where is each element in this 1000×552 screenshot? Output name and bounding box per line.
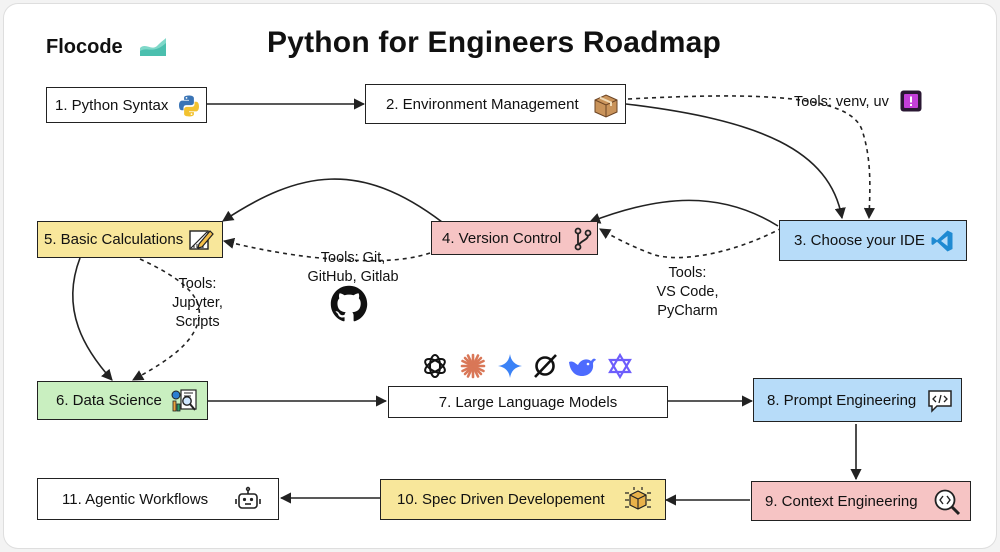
arrow-env-to-ide xyxy=(625,103,846,220)
flocode-logo-icon xyxy=(140,38,166,56)
node-basic-calculations: 5. Basic Calculations xyxy=(37,221,223,258)
note-line: PyCharm xyxy=(657,303,718,319)
node-label: 11. Agentic Workflows xyxy=(62,490,209,508)
node-label: 9. Context Engineering xyxy=(765,492,918,510)
note-line: Tools: Git, xyxy=(320,250,386,266)
deepseek-logo-icon xyxy=(569,358,596,376)
arrow-ide-to-vc xyxy=(588,199,779,227)
node-data-science: 6. Data Science xyxy=(37,381,208,420)
node-environment-management: 2. Environment Management xyxy=(365,84,626,124)
note-line: Tools: xyxy=(178,276,217,292)
node-label: 1. Python Syntax xyxy=(55,96,169,114)
dashed-ide-to-vc xyxy=(599,227,783,259)
arrow-calc-to-ds xyxy=(71,257,113,381)
node-label: 4. Version Control xyxy=(442,229,562,247)
node-spec-driven-development: 10. Spec Driven Developement xyxy=(380,479,666,520)
note-line: GitHub, Gitlab xyxy=(307,269,399,285)
pencil-ruler-icon xyxy=(189,230,214,250)
node-label: 6. Data Science xyxy=(56,392,162,409)
meta-logo-icon xyxy=(608,352,632,380)
diagram-card xyxy=(4,4,996,548)
vc-tools-note: Tools: Git, GitHub, Gitlab xyxy=(300,249,406,287)
dashed-uv-to-ide xyxy=(627,95,875,220)
note-line: Scripts xyxy=(175,314,220,330)
node-python-syntax: 1. Python Syntax xyxy=(46,87,207,123)
grok-logo-icon xyxy=(534,354,557,378)
uv-logo-icon xyxy=(900,90,922,112)
node-context-engineering: 9. Context Engineering xyxy=(751,481,971,521)
node-agentic-workflows: 11. Agentic Workflows xyxy=(37,478,279,520)
node-version-control: 4. Version Control xyxy=(431,221,598,255)
dashed-vc-to-calc xyxy=(222,237,431,262)
node-prompt-engineering: 8. Prompt Engineering xyxy=(753,378,962,422)
node-label: 5. Basic Calculations xyxy=(44,231,184,248)
node-label: 10. Spec Driven Developement xyxy=(397,491,605,508)
note-line: Tools: xyxy=(668,265,707,281)
node-label: 2. Environment Management xyxy=(386,95,579,113)
node-large-language-models: 7. Large Language Models xyxy=(388,386,668,418)
magnifier-code-icon xyxy=(934,489,961,516)
git-branch-icon xyxy=(574,227,592,251)
vscode-logo-icon xyxy=(931,230,953,252)
arrow-vc-to-calc xyxy=(222,178,443,223)
data-analysis-icon xyxy=(171,389,197,412)
robot-icon xyxy=(235,486,261,509)
node-choose-ide: 3. Choose your IDE xyxy=(779,220,967,261)
package-box-icon xyxy=(594,94,618,118)
calc-tools-note: Tools: Jupyter, Scripts xyxy=(160,275,235,332)
python-logo-icon xyxy=(179,95,199,117)
gemini-logo-icon xyxy=(498,354,522,378)
circuit-cube-icon xyxy=(625,487,651,510)
node-label: 7. Large Language Models xyxy=(438,393,618,411)
ide-tools-note: Tools: VS Code, PyCharm xyxy=(650,264,725,321)
dashed-calc-to-ds xyxy=(132,258,201,381)
note-line: Jupyter, xyxy=(172,295,223,311)
claude-logo-icon xyxy=(460,353,486,379)
chat-code-icon xyxy=(928,390,952,413)
github-logo-icon xyxy=(330,285,368,322)
env-tools-note: Tools: venv, uv xyxy=(794,94,889,110)
node-label: 8. Prompt Engineering xyxy=(767,391,917,409)
note-line: VS Code, xyxy=(656,284,719,300)
page-title: Python for Engineers Roadmap xyxy=(267,26,721,59)
openai-logo-icon xyxy=(424,354,446,378)
node-label: 3. Choose your IDE xyxy=(794,232,925,249)
brand-name: Flocode xyxy=(46,36,123,58)
